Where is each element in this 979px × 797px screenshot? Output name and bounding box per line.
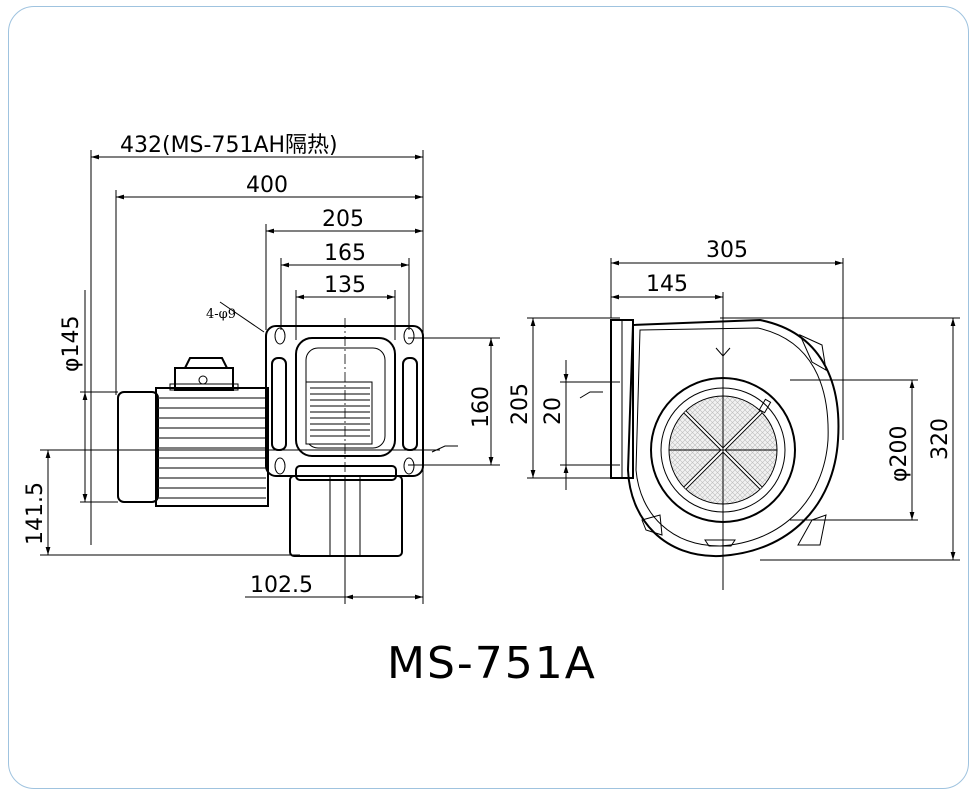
offset-label: 102.5	[250, 573, 313, 598]
blower-side-housing	[579, 318, 840, 558]
width-145-label: 145	[646, 272, 688, 297]
hole-label: 4-φ9	[206, 307, 236, 322]
motor-diameter-label: φ145	[59, 315, 84, 372]
motor	[117, 357, 269, 507]
width-135-label: 135	[324, 273, 366, 298]
model-name: MS-751A	[387, 638, 597, 689]
width-305-label: 305	[706, 238, 748, 263]
front-dimension-lines	[45, 154, 494, 600]
height-205-label: 205	[508, 383, 533, 425]
blower-front-housing	[265, 318, 458, 604]
height-160-label: 160	[469, 386, 494, 428]
height-20-label: 20	[541, 397, 566, 425]
height-320-label: 320	[928, 418, 953, 460]
side-view: 305 145 205 20 φ200 320	[508, 238, 960, 590]
overall-width-label: 432(MS-751AH隔热)	[120, 133, 338, 158]
width-165-label: 165	[324, 241, 366, 266]
width-400-label: 400	[246, 173, 288, 198]
inlet-diameter-label: φ200	[887, 425, 912, 482]
width-205-label: 205	[322, 207, 364, 232]
front-view: 432(MS-751AH隔热) 400 205 165 135 4-φ9 160…	[23, 133, 500, 604]
center-height-label: 141.5	[23, 482, 48, 545]
side-dimension-lines	[530, 260, 956, 560]
front-extension-lines	[40, 150, 500, 604]
